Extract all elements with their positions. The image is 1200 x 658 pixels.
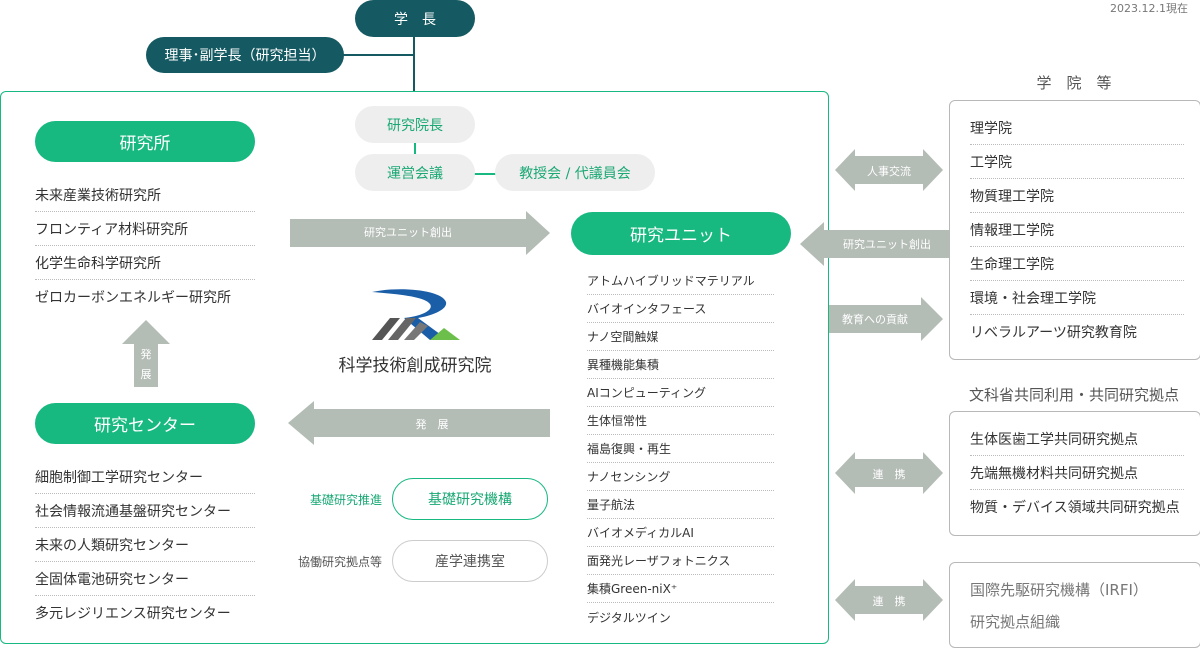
list-item: ゼロカーボンエネルギー研究所 bbox=[35, 290, 231, 306]
list-item: 化学生命科学研究所 bbox=[35, 246, 255, 280]
create-unit-right-arrow bbox=[800, 222, 950, 266]
basic-research-label: 基礎研究推進 bbox=[309, 493, 382, 507]
list-item: ナノセンシング bbox=[587, 463, 774, 491]
list-item: 異種機能集積 bbox=[587, 351, 774, 379]
connector-line-president bbox=[413, 36, 415, 92]
labs-heading: 研究所 bbox=[35, 121, 255, 162]
personnel-exchange-arrow bbox=[835, 149, 943, 191]
education-contribution-label: 教育への貢献 bbox=[842, 313, 908, 326]
connector-line-council bbox=[474, 173, 496, 175]
link-label-irfi: 連 携 bbox=[872, 595, 906, 608]
list-item: デジタルツイン bbox=[587, 610, 671, 625]
connector-line-vice bbox=[340, 54, 414, 56]
irfi-line2: 研究拠点組織 bbox=[970, 613, 1061, 631]
list-item: バイオインタフェース bbox=[587, 295, 774, 323]
list-item: 福島復興・再生 bbox=[587, 435, 774, 463]
vice-president-node: 理事･副学長（研究担当） bbox=[146, 37, 344, 73]
schools-panel: 理学院 工学院 物質理工学院 情報理工学院 生命理工学院 環境・社会理工学院 リ… bbox=[949, 100, 1200, 360]
institute-logo bbox=[372, 289, 460, 340]
list-item: 社会情報流通基盤研究センター bbox=[35, 494, 255, 528]
irfi-line1: 国際先駆研究機構（IRFI） bbox=[970, 581, 1148, 599]
coop-org: 産学連携室 bbox=[392, 540, 548, 582]
list-item: ナノ空間触媒 bbox=[587, 323, 774, 351]
joint-panel: 生体医歯工学共同研究拠点 先端無機材料共同研究拠点 物質・デバイス領域共同研究拠… bbox=[949, 411, 1200, 536]
date-label: 2023.12.1現在 bbox=[1110, 2, 1188, 15]
director-node: 研究院長 bbox=[355, 106, 475, 143]
list-item: 未来の人類研究センター bbox=[35, 528, 255, 562]
centers-heading: 研究センター bbox=[35, 403, 255, 444]
list-item: 先端無機材料共同研究拠点 bbox=[970, 456, 1184, 490]
develop-up-arrow bbox=[122, 320, 170, 387]
centers-list: 細胞制御工学研究センター 社会情報流通基盤研究センター 未来の人類研究センター … bbox=[35, 460, 255, 630]
list-item: 面発光レーザフォトニクス bbox=[587, 547, 774, 575]
link-label-joint: 連 携 bbox=[872, 468, 906, 481]
list-item: 物質理工学院 bbox=[970, 179, 1184, 213]
list-item: 生体恒常性 bbox=[587, 407, 774, 435]
personnel-exchange-label: 人事交流 bbox=[867, 165, 911, 178]
labs-list: 未来産業技術研究所 フロンティア材料研究所 化学生命科学研究所 ゼロカーボンエネ… bbox=[35, 178, 255, 314]
connector-line-governance bbox=[414, 142, 416, 156]
list-item: 全固体電池研究センター bbox=[35, 562, 255, 596]
create-unit-right-label: 研究ユニット創出 bbox=[843, 238, 931, 251]
list-item: 生体医歯工学共同研究拠点 bbox=[970, 422, 1184, 456]
list-item: アトムハイブリッドマテリアル bbox=[587, 267, 774, 295]
faculty-meeting-node: 教授会 / 代議員会 bbox=[495, 154, 655, 191]
create-unit-arrow bbox=[290, 211, 550, 255]
list-item: 物質・デバイス領域共同研究拠点 bbox=[970, 500, 1180, 516]
list-item: バイオメディカルAI bbox=[587, 519, 774, 547]
develop-left-label: 発 展 bbox=[415, 418, 449, 431]
link-arrow-irfi bbox=[835, 579, 943, 621]
institute-frame bbox=[0, 91, 829, 644]
list-item: 多元レジリエンス研究センター bbox=[35, 606, 231, 622]
list-item: リベラルアーツ研究教育院 bbox=[970, 325, 1137, 341]
create-unit-label: 研究ユニット創出 bbox=[364, 226, 452, 239]
president-node: 学 長 bbox=[355, 0, 475, 37]
list-item: 工学院 bbox=[970, 145, 1184, 179]
coop-label: 協働研究拠点等 bbox=[297, 555, 382, 569]
develop-left-arrow bbox=[288, 401, 550, 445]
units-list: アトムハイブリッドマテリアル バイオインタフェース ナノ空間触媒 異種機能集積 … bbox=[587, 267, 774, 631]
list-item: 未来産業技術研究所 bbox=[35, 178, 255, 212]
list-item: 集積Green-niX⁺ bbox=[587, 575, 774, 603]
list-item: 量子航法 bbox=[587, 491, 774, 519]
list-item: 情報理工学院 bbox=[970, 213, 1184, 247]
list-item: フロンティア材料研究所 bbox=[35, 212, 255, 246]
list-item: AIコンピューティング bbox=[587, 379, 774, 407]
list-item: 生命理工学院 bbox=[970, 247, 1184, 281]
council-node: 運営会議 bbox=[355, 154, 475, 191]
institute-name: 科学技術創成研究院 bbox=[338, 356, 492, 376]
link-arrow-joint bbox=[835, 452, 943, 494]
joint-heading: 文科省共同利用・共同研究拠点 bbox=[968, 386, 1179, 404]
list-item: 理学院 bbox=[970, 111, 1184, 145]
irfi-panel: 国際先駆研究機構（IRFI） 研究拠点組織 bbox=[949, 562, 1200, 648]
schools-heading: 学 院 等 bbox=[1036, 74, 1112, 92]
list-item: 細胞制御工学研究センター bbox=[35, 460, 255, 494]
units-heading: 研究ユニット bbox=[571, 212, 791, 255]
list-item: 環境・社会理工学院 bbox=[970, 281, 1184, 315]
education-contribution-arrow bbox=[829, 297, 943, 341]
basic-research-org: 基礎研究機構 bbox=[392, 478, 548, 520]
develop-up-label: 発展 bbox=[140, 348, 152, 381]
